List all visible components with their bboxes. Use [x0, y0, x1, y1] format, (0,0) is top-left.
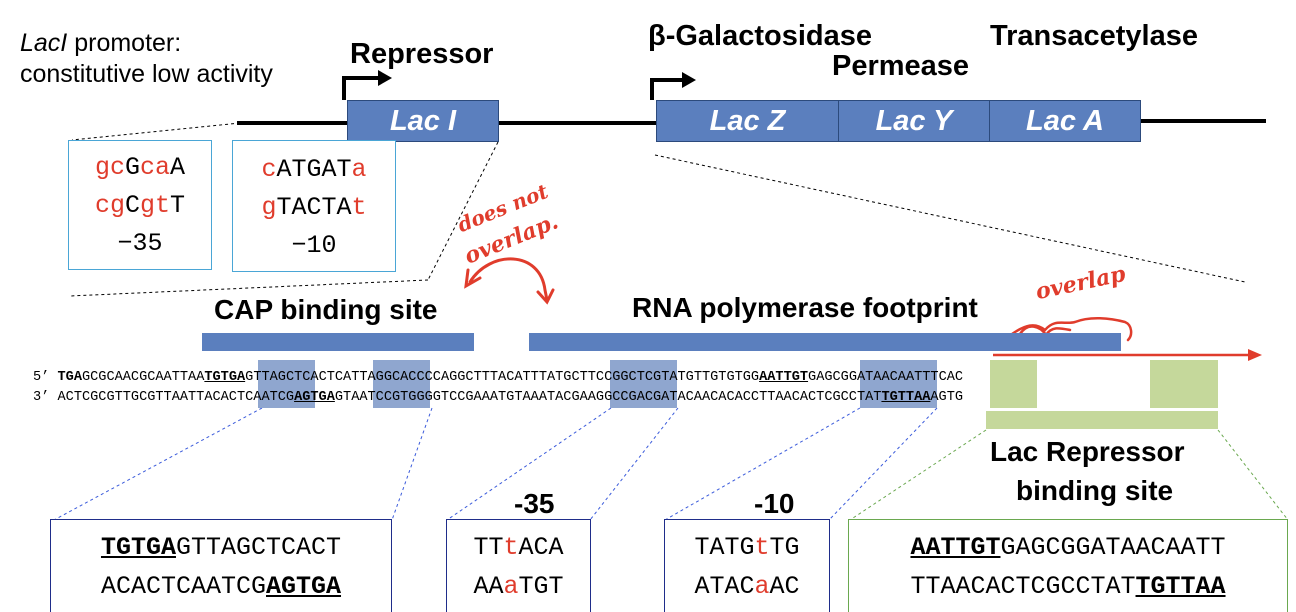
- operator-highlight-2: [1150, 360, 1218, 408]
- minus10-zoom-box: TATGtTG ATACaAC: [664, 519, 830, 612]
- transacetylase-label: Transacetylase: [990, 20, 1198, 52]
- laci-promoter-label: LacI promoter: constitutive low activity: [20, 28, 273, 90]
- lac-repressor-label: Lac Repressor: [990, 436, 1185, 467]
- laca-gene: Lac A: [989, 100, 1141, 142]
- minus10-highlight: [860, 360, 937, 408]
- lacz-gene: Lac Z: [656, 100, 839, 142]
- minus35-label: -35: [514, 488, 555, 519]
- cap-highlight-1: [258, 360, 315, 408]
- lac-repressor-site-bar: [986, 411, 1218, 429]
- bottom-strand-sequence: 3’ ACTCGCGTTGCGTTAATTACACTCAATCGAGTGAGTA…: [33, 390, 964, 405]
- minus35-zoom-box: TTtACA AAaTGT: [446, 519, 591, 612]
- rna-polymerase-footprint-label: RNA polymerase footprint: [632, 292, 978, 323]
- operator-zoom-box: AATTGTGAGCGGATAACAATT TTAACACTCGCCTATTGT…: [848, 519, 1288, 612]
- cap-binding-site-bar: [202, 333, 474, 351]
- cap-site-zoom-box: TGTGAGTTAGCTCACT ACACTCAATCGAGTGA: [50, 519, 392, 612]
- rna-polymerase-footprint-bar: [529, 333, 1121, 351]
- repressor-label: Repressor: [350, 38, 494, 70]
- promoter-text: promoter:: [67, 29, 182, 57]
- permease-label: Permease: [832, 50, 970, 82]
- top-strand-sequence: 5’ TGAGCGCAACGCAATTAATGTGAGTTAGCTCACTCAT…: [33, 370, 964, 385]
- laci-minus35-box: gcGcaA cgCgtT −35: [68, 140, 212, 270]
- lacy-gene: Lac Y: [838, 100, 990, 142]
- operator-highlight-1: [990, 360, 1037, 408]
- minus10-label: -10: [754, 488, 795, 519]
- minus35-highlight: [610, 360, 677, 408]
- promoter-activity-text: constitutive low activity: [20, 60, 273, 88]
- laci-minus10-box: cATGATa gTACTAt −10: [232, 140, 396, 272]
- laci-gene: Lac I: [347, 100, 499, 142]
- binding-site-label: binding site: [1016, 475, 1174, 506]
- beta-galactosidase-label: β-Galactosidase: [648, 20, 873, 52]
- cap-highlight-2: [373, 360, 430, 408]
- cap-binding-site-label: CAP binding site: [214, 294, 438, 325]
- laci-italic: LacI: [20, 29, 68, 57]
